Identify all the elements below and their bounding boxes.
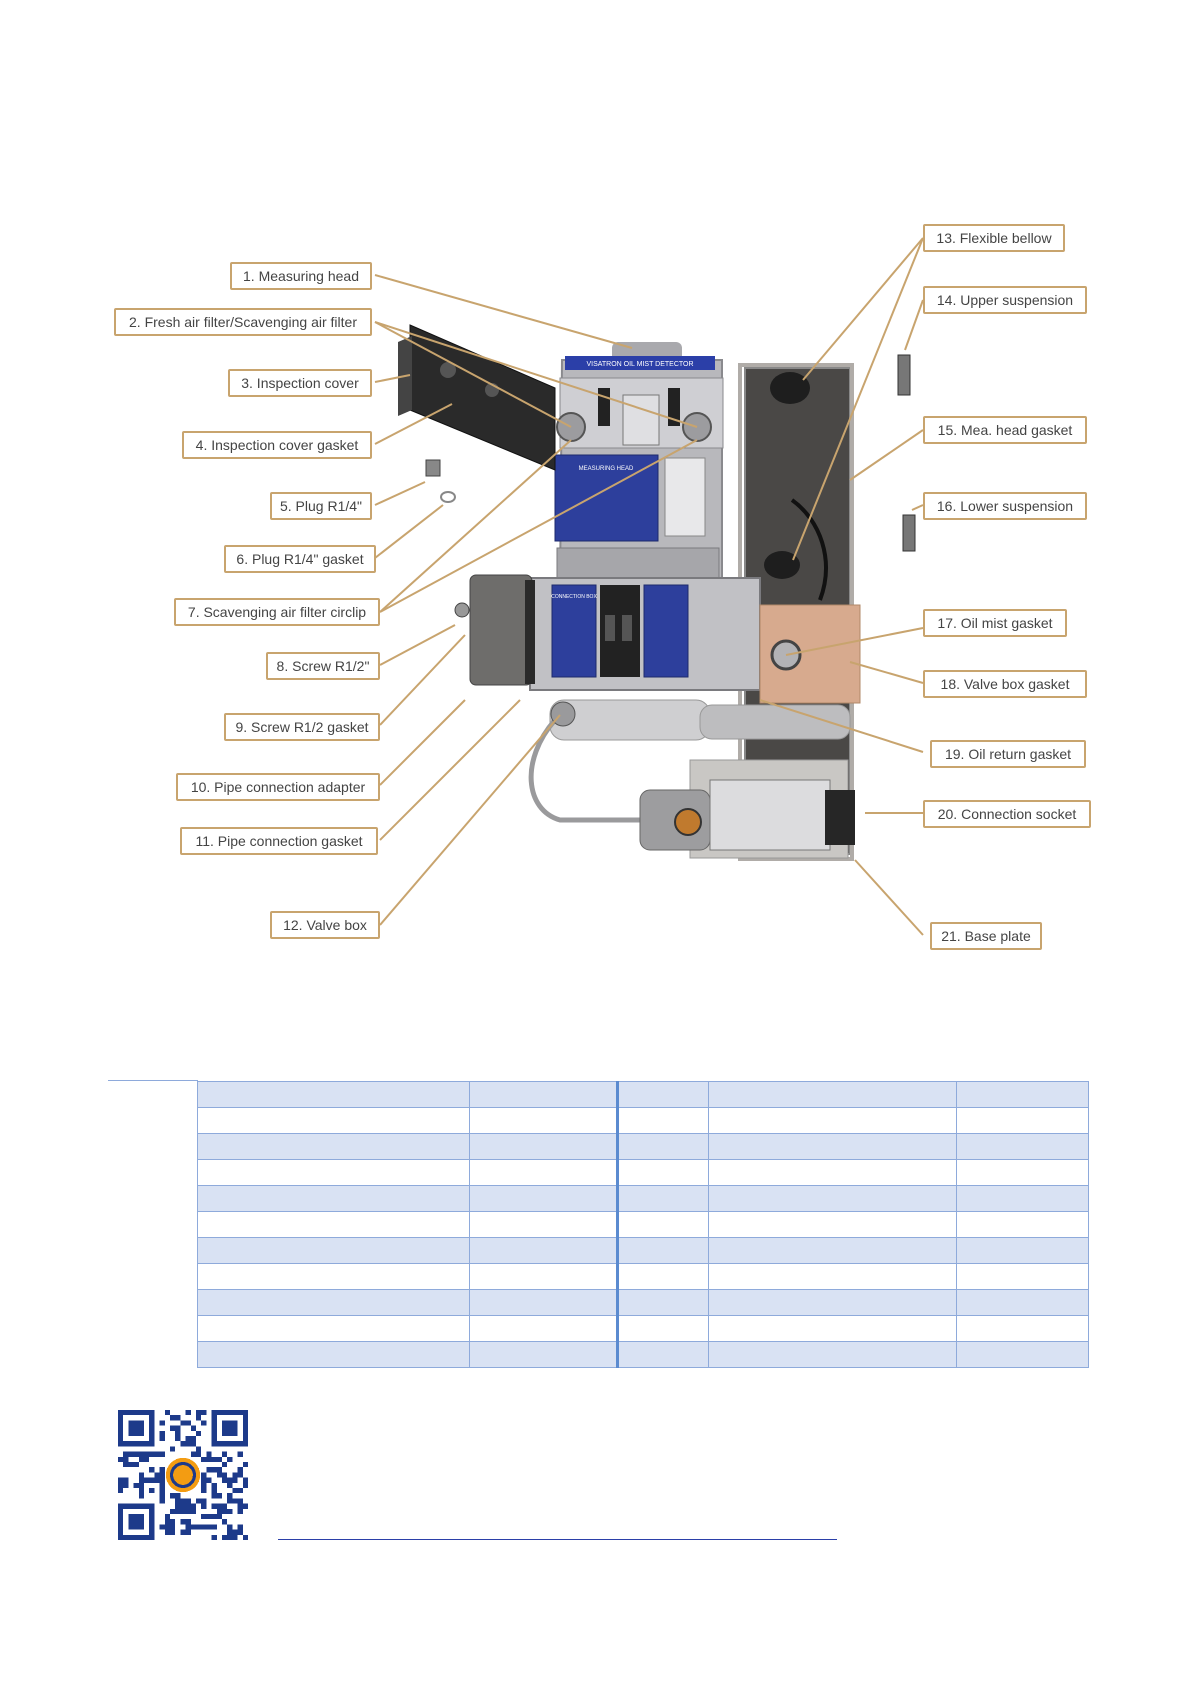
table-cell: [956, 1211, 1089, 1238]
table-cell: [708, 1107, 957, 1134]
table-cell: [617, 1133, 709, 1160]
callout-lower-suspension: 16. Lower suspension: [923, 492, 1087, 520]
table-cell: [617, 1237, 709, 1264]
table-cell: [956, 1341, 1089, 1368]
callout-valve-box-gasket: 18. Valve box gasket: [923, 670, 1087, 698]
table-cell: [469, 1341, 619, 1368]
table-cell: [197, 1081, 470, 1108]
table-cell: [956, 1159, 1089, 1186]
table-left-rule: [108, 1080, 198, 1081]
table-cell: [956, 1081, 1089, 1108]
callout-scavenging-circlip: 7. Scavenging air filter circlip: [174, 598, 380, 626]
link-underline: [278, 1539, 837, 1540]
table-cell: [956, 1185, 1089, 1212]
table-cell: [469, 1159, 619, 1186]
table-cell: [708, 1289, 957, 1316]
table-cell: [469, 1211, 619, 1238]
table-cell: [197, 1263, 470, 1290]
table-cell: [617, 1159, 709, 1186]
table-cell: [956, 1107, 1089, 1134]
leader-lines: [374, 237, 924, 936]
table-cell: [469, 1081, 619, 1108]
table-cell: [708, 1237, 957, 1264]
table-cell: [956, 1237, 1089, 1264]
table-cell: [956, 1133, 1089, 1160]
parts-table: [197, 1081, 1089, 1368]
table-cell: [708, 1315, 957, 1342]
callout-oil-mist-gasket: 17. Oil mist gasket: [923, 609, 1067, 637]
callout-valve-box: 12. Valve box: [270, 911, 380, 939]
callout-inspection-cover: 3. Inspection cover: [228, 369, 372, 397]
table-cell: [708, 1081, 957, 1108]
table-cell: [956, 1263, 1089, 1290]
inspection-cover: [409, 324, 556, 471]
callout-fresh-air-filter: 2. Fresh air filter/Scavenging air filte…: [114, 308, 372, 336]
callout-plug-gasket: 6. Plug R1/4" gasket: [224, 545, 376, 573]
head-label-text: VISATRON OIL MIST DETECTOR: [586, 361, 693, 368]
table-cell: [708, 1159, 957, 1186]
table-cell: [708, 1263, 957, 1290]
exploded-parts-diagram: VISATRON OIL MIST DETECTOR MEASURING HEA…: [374, 237, 924, 936]
table-row: [197, 1185, 1089, 1212]
table-row: [197, 1341, 1089, 1368]
table-row: [197, 1133, 1089, 1160]
table-cell: [708, 1341, 957, 1368]
table-cell: [197, 1211, 470, 1238]
table-cell: [956, 1315, 1089, 1342]
table-row: [197, 1289, 1089, 1316]
callout-measuring-head: 1. Measuring head: [230, 262, 372, 290]
callout-pipe-connection-gasket: 11. Pipe connection gasket: [180, 827, 378, 855]
table-row: [197, 1211, 1089, 1238]
table-cell: [617, 1081, 709, 1108]
table-cell: [617, 1315, 709, 1342]
qr-code: [118, 1410, 248, 1540]
callout-screw: 8. Screw R1/2": [266, 652, 380, 680]
callout-connection-socket: 20. Connection socket: [923, 800, 1091, 828]
table-cell: [469, 1133, 619, 1160]
table-cell: [617, 1107, 709, 1134]
table-cell: [469, 1237, 619, 1264]
panel-title-text: MEASURING HEAD: [579, 466, 634, 472]
valve-box-title-text: CONNECTION BOX: [551, 594, 597, 600]
table-cell: [708, 1133, 957, 1160]
table-cell: [469, 1315, 619, 1342]
table-row: [197, 1081, 1089, 1108]
table-cell: [617, 1341, 709, 1368]
callout-oil-return-gasket: 19. Oil return gasket: [930, 740, 1086, 768]
callout-flexible-bellow: 13. Flexible bellow: [923, 224, 1065, 252]
table-cell: [708, 1185, 957, 1212]
table-cell: [197, 1159, 470, 1186]
table-cell: [708, 1211, 957, 1238]
table-cell: [197, 1107, 470, 1134]
table-cell: [197, 1237, 470, 1264]
table-cell: [197, 1185, 470, 1212]
table-cell: [197, 1289, 470, 1316]
table-row: [197, 1107, 1089, 1134]
table-row: [197, 1237, 1089, 1264]
table-cell: [197, 1315, 470, 1342]
table-cell: [469, 1263, 619, 1290]
table-cell: [956, 1289, 1089, 1316]
table-cell: [617, 1185, 709, 1212]
callout-base-plate: 21. Base plate: [930, 922, 1042, 950]
table-cell: [469, 1289, 619, 1316]
callout-inspection-cover-gasket: 4. Inspection cover gasket: [182, 431, 372, 459]
table-row: [197, 1315, 1089, 1342]
callout-upper-suspension: 14. Upper suspension: [923, 286, 1087, 314]
table-cell: [197, 1341, 470, 1368]
callout-mea-head-gasket: 15. Mea. head gasket: [923, 416, 1087, 444]
table-cell: [617, 1263, 709, 1290]
table-row: [197, 1159, 1089, 1186]
callout-plug: 5. Plug R1/4": [270, 492, 372, 520]
table-cell: [617, 1211, 709, 1238]
callout-screw-gasket: 9. Screw R1/2 gasket: [224, 713, 380, 741]
table-cell: [617, 1289, 709, 1316]
table-cell: [469, 1185, 619, 1212]
table-row: [197, 1263, 1089, 1290]
table-cell: [197, 1133, 470, 1160]
callout-pipe-connection-adapter: 10. Pipe connection adapter: [176, 773, 380, 801]
table-cell: [469, 1107, 619, 1134]
